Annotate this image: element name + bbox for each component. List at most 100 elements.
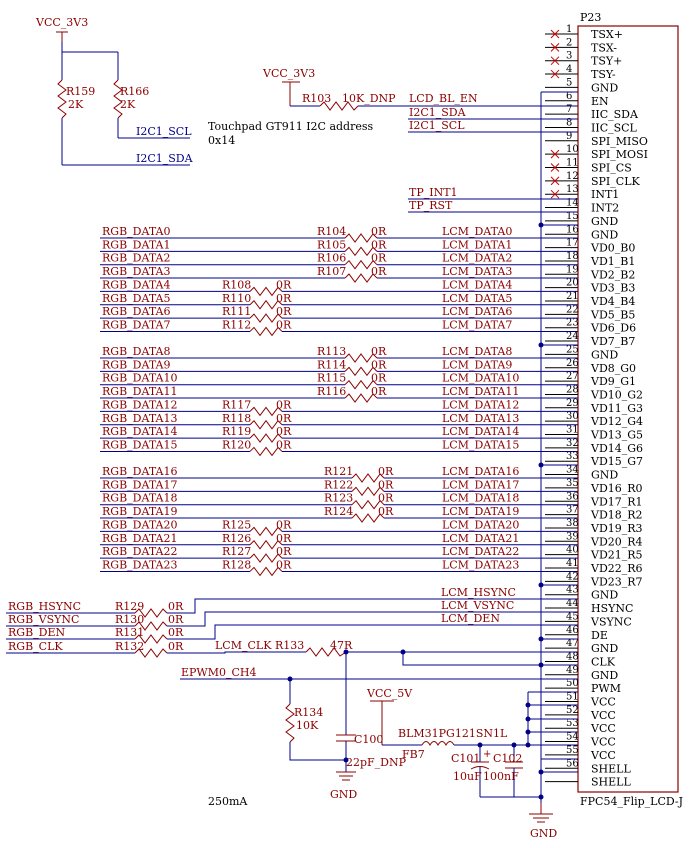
resistor-ref: R124 <box>324 505 353 518</box>
series-resistor <box>249 446 283 457</box>
i2c1-sda-left-label: I2C1_SDA <box>136 152 194 165</box>
series-resistor <box>249 406 283 417</box>
r103-value: 10K_DNP <box>342 92 396 105</box>
pin-name: VD15_G7 <box>590 455 643 468</box>
pin-number: 26 <box>566 358 579 369</box>
pin-number: 54 <box>566 732 579 743</box>
resistor-ref: R126 <box>222 532 251 545</box>
series-resistor <box>249 313 283 323</box>
pin-number: 4 <box>566 64 572 75</box>
gnd-label-b: GND <box>530 827 557 840</box>
pin-number: 50 <box>566 678 579 689</box>
tp-int1-label: TP_INT1 <box>409 186 458 199</box>
series-resistor <box>249 419 283 430</box>
lcm-hsync-label: LCM_HSYNC <box>441 586 516 599</box>
resistor-value: 0R <box>378 505 394 518</box>
rgb-data-label: RGB_DATA12 <box>102 398 178 411</box>
lcm-data-label: LCM_DATA20 <box>442 518 519 531</box>
fb7-ferrite <box>421 741 455 747</box>
resistor-value: 0R <box>378 492 394 505</box>
fb7-value: BLM31PG121SN1L <box>398 727 508 740</box>
pin-number: 53 <box>566 718 579 729</box>
pin-name: SPI_MOSI <box>591 148 648 161</box>
series-resistor <box>249 326 283 337</box>
rgb-data-label: RGB_DATA8 <box>102 345 171 358</box>
touchpad-note-line2: 0x14 <box>208 134 235 147</box>
pin-number: 7 <box>566 104 572 115</box>
resistor-value: 0R <box>378 465 394 478</box>
lcm-data-label: LCM_DATA14 <box>442 425 519 438</box>
i2c1-sda-right-label: I2C1_SDA <box>409 106 467 119</box>
c102-value: 100nF <box>483 770 519 783</box>
pin-name: PWM <box>591 682 621 695</box>
resistor-value: 0R <box>276 292 292 305</box>
pin-name: TSY- <box>591 68 616 81</box>
resistor-value: 0R <box>276 318 292 331</box>
pin-name: INT2 <box>591 202 619 215</box>
r159-resistor <box>57 79 67 119</box>
pin-number: 39 <box>566 531 579 542</box>
pin-number: 42 <box>566 571 579 582</box>
r129-value: 0R <box>168 600 184 613</box>
lcm-clk-label: LCM_CLK <box>215 639 272 652</box>
series-resistor <box>351 473 385 483</box>
c100-ref: C100 <box>354 733 383 746</box>
r166-value: 2K <box>120 98 136 111</box>
rgb-den-label: RGB_DEN <box>8 626 66 639</box>
resistor-ref: R119 <box>222 425 251 438</box>
resistor-ref: R105 <box>317 238 346 251</box>
series-resistor <box>249 299 283 310</box>
pin-name: VCC <box>590 749 616 762</box>
series-resistor <box>344 393 378 403</box>
pin-name: VD6_D6 <box>590 322 636 335</box>
connector-refdes: P23 <box>580 11 601 24</box>
pin-name: SHELL <box>591 776 631 789</box>
pin-name: VD18_R2 <box>590 509 643 522</box>
lcm-data-label: LCM_DATA10 <box>442 372 519 385</box>
resistor-value: 0R <box>371 265 387 278</box>
series-resistor <box>249 433 283 443</box>
pin-number: 43 <box>566 585 579 596</box>
r130-ref: R130 <box>115 613 144 626</box>
pin-name: EN <box>591 95 609 108</box>
resistor-ref: R115 <box>317 372 346 385</box>
resistor-value: 0R <box>276 518 292 531</box>
sync-clock-block: RGB_HSYNC RGB_VSYNC RGB_DEN RGB_CLK R129… <box>6 586 578 801</box>
r166-resistor <box>113 79 123 119</box>
r133-value: 47R <box>330 639 353 652</box>
rgb-data-label: RGB_DATA11 <box>102 385 178 398</box>
series-resistor <box>344 246 378 257</box>
series-resistor <box>344 379 378 390</box>
resistor-ref: R106 <box>317 252 346 265</box>
c101-value: 10uF <box>453 770 482 783</box>
no-connect-mark <box>550 189 560 199</box>
pin-number: 47 <box>566 638 579 649</box>
pin-name: VD13_G5 <box>590 429 643 442</box>
resistor-ref: R107 <box>317 265 346 278</box>
pin-number: 23 <box>566 318 579 329</box>
lcm-data-label: LCM_DATA21 <box>442 532 519 545</box>
r132-ref: R132 <box>115 640 144 653</box>
pin-number: 28 <box>566 384 579 395</box>
no-connect-mark <box>550 69 560 79</box>
no-connect-mark <box>550 56 560 66</box>
pin-name: CLK <box>591 655 616 668</box>
series-resistor <box>344 233 378 243</box>
